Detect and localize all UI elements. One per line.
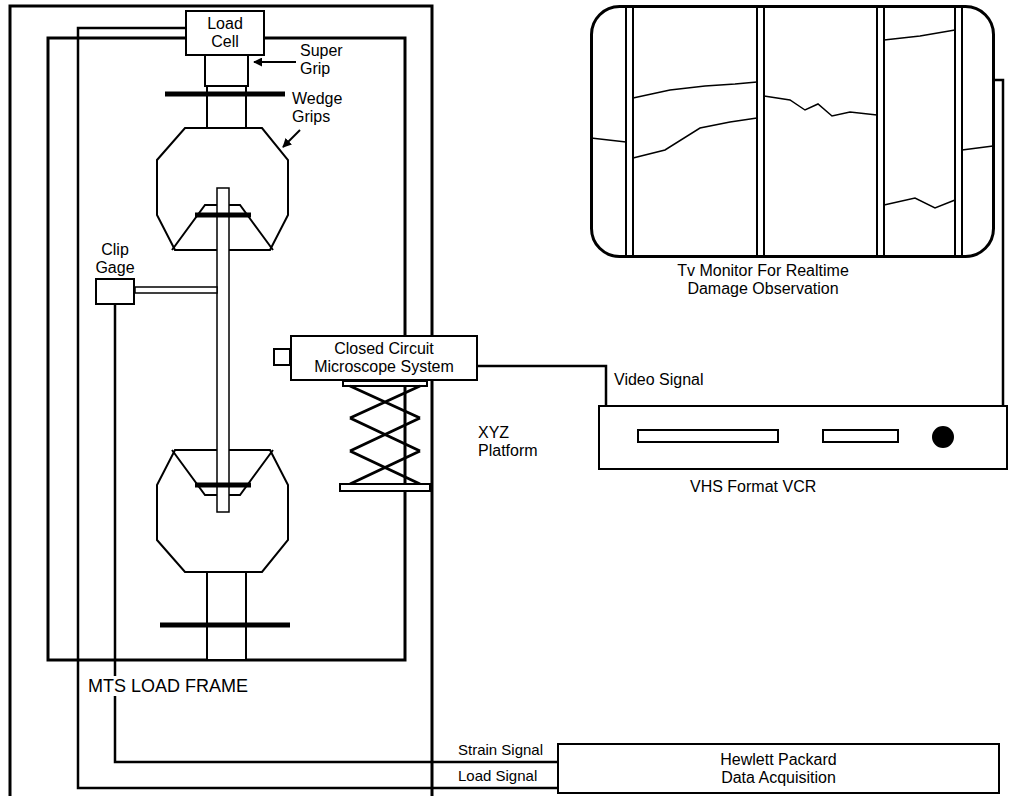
super-grip (205, 54, 248, 86)
fiber-band (955, 7, 962, 257)
node-text: Closed Circuit Microscope System (304, 340, 464, 376)
tape-slot (638, 430, 778, 442)
node-text: Tv Monitor For Realtime Damage Observati… (658, 262, 868, 298)
fiber-band (877, 7, 884, 257)
load-cell-box: Load Cell (185, 10, 265, 56)
part-label: MTS LOAD FRAME (88, 676, 288, 696)
part-label: Wedge Grips (292, 90, 352, 126)
microscope-box: Closed Circuit Microscope System (290, 335, 478, 381)
fiber-band (626, 7, 633, 257)
monitor-outline (590, 5, 995, 258)
vcr-box: VHS Format VCR (598, 405, 1008, 470)
platform-plate (340, 484, 430, 491)
control-slot (823, 430, 898, 442)
signal-wire (478, 366, 606, 405)
signal-label: Load Signal (458, 767, 537, 785)
crack (764, 96, 877, 116)
crack (962, 146, 993, 150)
part-label: Super Grip (300, 42, 354, 78)
outer-frame (10, 6, 432, 796)
vcr-front (638, 427, 953, 447)
node-text: Hewlett Packard Data Acquisition (704, 751, 854, 787)
grip-assembly (135, 54, 290, 660)
node-text: VHS Format VCR (690, 478, 890, 496)
signal-label: Video Signal (614, 371, 704, 389)
crack (884, 30, 955, 40)
leader-arrow (283, 130, 300, 147)
scissor-lift (350, 386, 420, 484)
tv-monitor: Tv Monitor For Realtime Damage Observati… (590, 5, 995, 258)
specimen (217, 188, 229, 512)
monitor-screen (592, 7, 994, 257)
fiber-band (757, 7, 764, 257)
node-text: Clip Gage (90, 241, 140, 277)
grip-shaft (207, 572, 246, 660)
monitor-image (592, 7, 994, 257)
vcr-knob (933, 427, 953, 447)
leader-arrow (254, 61, 296, 63)
platform-plate (343, 381, 427, 386)
node-text: Load Cell (197, 15, 253, 51)
xyz-platform (340, 381, 430, 491)
clip-gage-arm (135, 287, 217, 293)
grip-bar (165, 92, 285, 97)
crack (884, 198, 955, 208)
signal-label: Strain Signal (458, 741, 543, 759)
signal-wire (78, 28, 557, 788)
signal-wire (995, 80, 1003, 405)
grip-bar (160, 623, 290, 628)
part-label: XYZ Platform (478, 424, 552, 460)
grip-pin (195, 213, 251, 218)
crack (592, 138, 627, 142)
crack (633, 118, 757, 158)
grip-pin (195, 483, 251, 488)
frames (10, 6, 432, 796)
crack (633, 82, 757, 98)
microscope-lens (274, 349, 290, 365)
clip-gage-box: Clip Gage (95, 278, 135, 305)
data-acquisition-box: Hewlett Packard Data Acquisition (557, 743, 1000, 794)
